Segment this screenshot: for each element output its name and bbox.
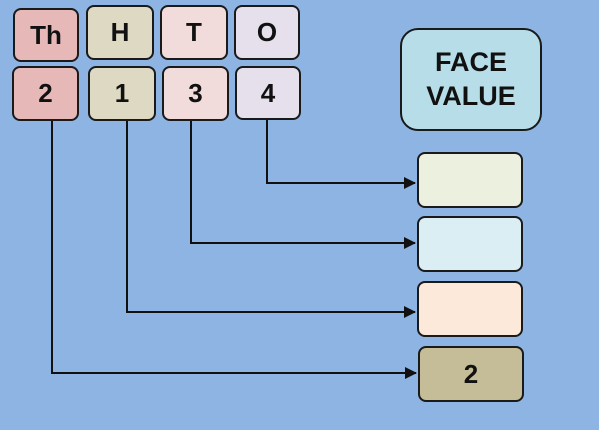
face-value-title: FACE VALUE	[400, 28, 542, 131]
place-header-hundreds: H	[86, 5, 154, 60]
answer-box-tens[interactable]	[417, 216, 523, 272]
arrow-ones	[266, 120, 416, 189]
place-header-thousands: Th	[13, 8, 79, 62]
answer-box-hundreds[interactable]	[417, 281, 523, 337]
arrow-tens	[190, 121, 416, 249]
answer-box-ones[interactable]	[417, 152, 523, 208]
face-value-title-line1: FACE	[434, 46, 507, 77]
digit-tens: 3	[162, 66, 229, 121]
digit-hundreds: 1	[88, 66, 156, 121]
face-value-title-line2: VALUE	[426, 80, 516, 111]
answer-box-thousands[interactable]: 2	[418, 346, 524, 402]
place-header-ones: O	[234, 5, 300, 60]
place-header-tens: T	[160, 5, 228, 60]
digit-thousands: 2	[12, 66, 79, 121]
arrow-hundreds	[126, 121, 416, 318]
digit-ones: 4	[235, 66, 301, 120]
arrow-thousands	[51, 121, 417, 379]
